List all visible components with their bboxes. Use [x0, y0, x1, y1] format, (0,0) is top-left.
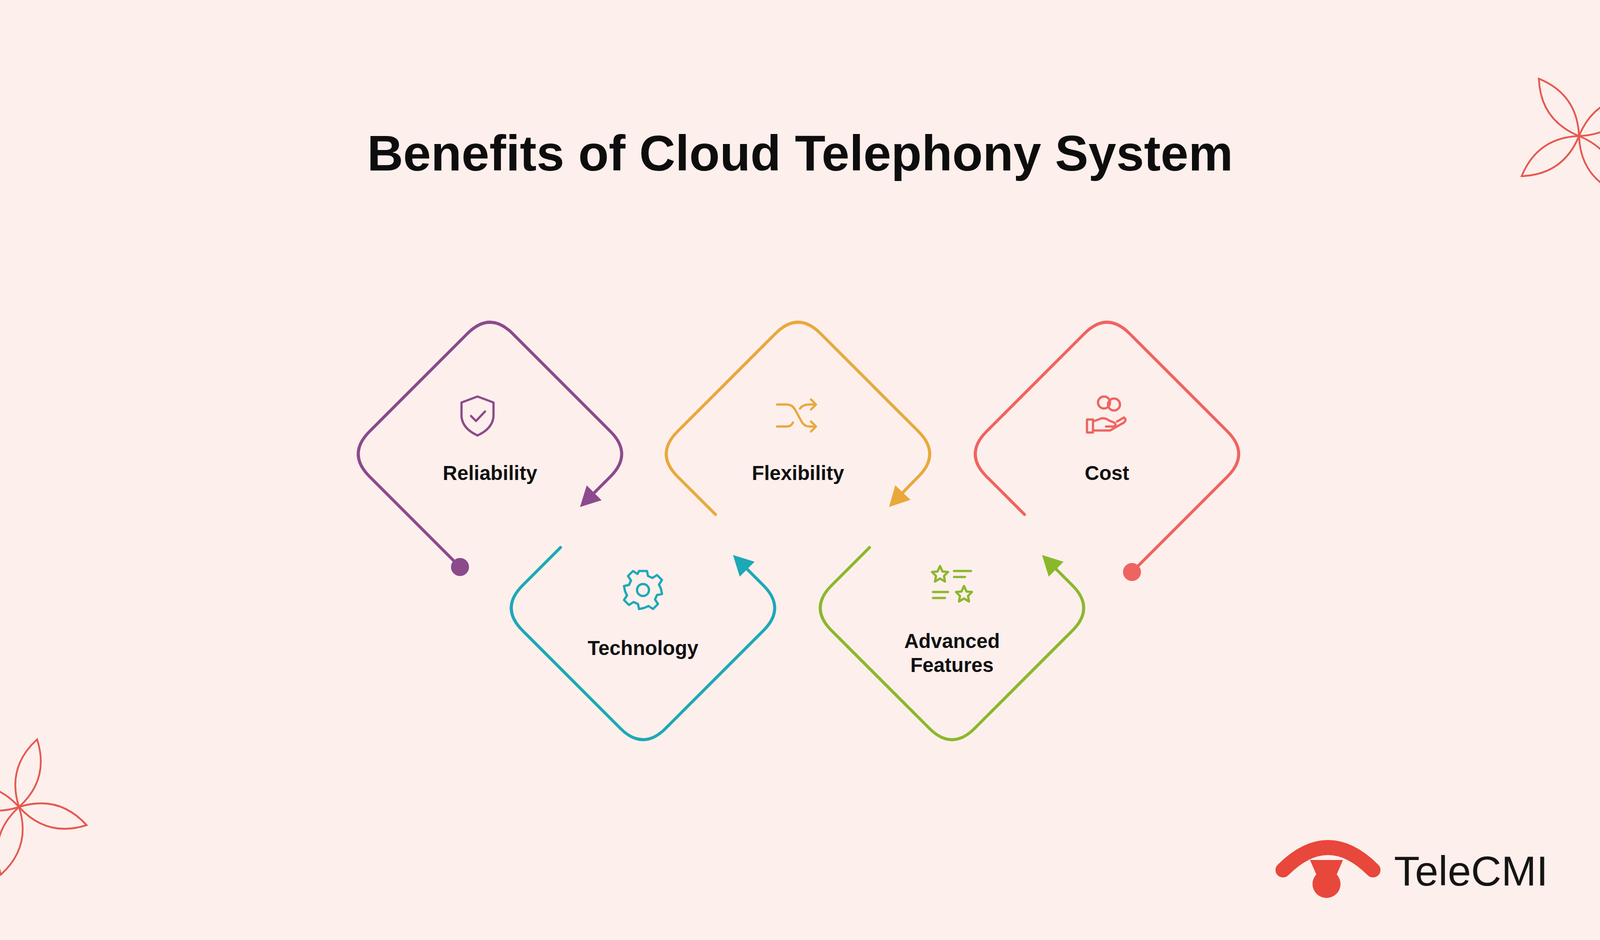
arrow-connector	[733, 555, 758, 580]
stars-list-icon	[932, 566, 972, 602]
end-dot	[1123, 563, 1141, 581]
diamond-outline	[655, 311, 941, 597]
diamond-path	[666, 322, 930, 515]
node-label: Advanced Features	[877, 629, 1027, 677]
logo-labels: TeleCMI	[1394, 846, 1548, 896]
arrow-connector	[580, 482, 605, 507]
shuffle-icon	[777, 399, 816, 432]
node-label: Cost	[1032, 461, 1182, 485]
shield-icon	[461, 396, 494, 436]
node-label: Technology	[568, 636, 718, 660]
diagram-title: Benefits of Cloud Telephony System	[0, 122, 1600, 184]
diamond-node: Reliability	[347, 311, 633, 597]
arrowhead	[580, 485, 602, 507]
node-text: Technology	[568, 636, 718, 660]
diamond-outline	[964, 311, 1250, 597]
node-text: Advanced Features	[877, 629, 1027, 677]
diamond-path	[975, 322, 1239, 573]
node-text: Flexibility	[723, 461, 873, 485]
diamond-outline	[347, 311, 633, 597]
arrow-connector	[1042, 555, 1067, 580]
gear-icon	[624, 571, 662, 609]
coins-hand-icon	[1087, 396, 1126, 433]
arrowhead	[733, 555, 755, 577]
end-dot	[451, 558, 469, 576]
diamond-outline	[500, 465, 786, 751]
node-label: Reliability	[415, 461, 565, 485]
arrowhead	[1042, 555, 1064, 577]
diamond-node: Advanced Features	[809, 465, 1095, 751]
node-text: Reliability	[415, 461, 565, 485]
diamond-node: Cost	[964, 311, 1250, 597]
node-text: Cost	[1032, 461, 1182, 485]
diamond-path	[358, 322, 622, 568]
diamond-node: Technology	[500, 465, 786, 751]
arrowhead	[889, 485, 911, 507]
arrow-connector	[889, 482, 913, 507]
flower-ornament	[0, 72, 1600, 878]
logo-icon	[1283, 847, 1373, 898]
brand-name: TeleCMI	[1394, 846, 1548, 896]
diamond-path	[511, 547, 775, 740]
diamond-outline	[809, 465, 1095, 751]
diamond-path	[820, 547, 1084, 740]
node-label: Flexibility	[723, 461, 873, 485]
diamond-node: Flexibility	[655, 311, 941, 597]
